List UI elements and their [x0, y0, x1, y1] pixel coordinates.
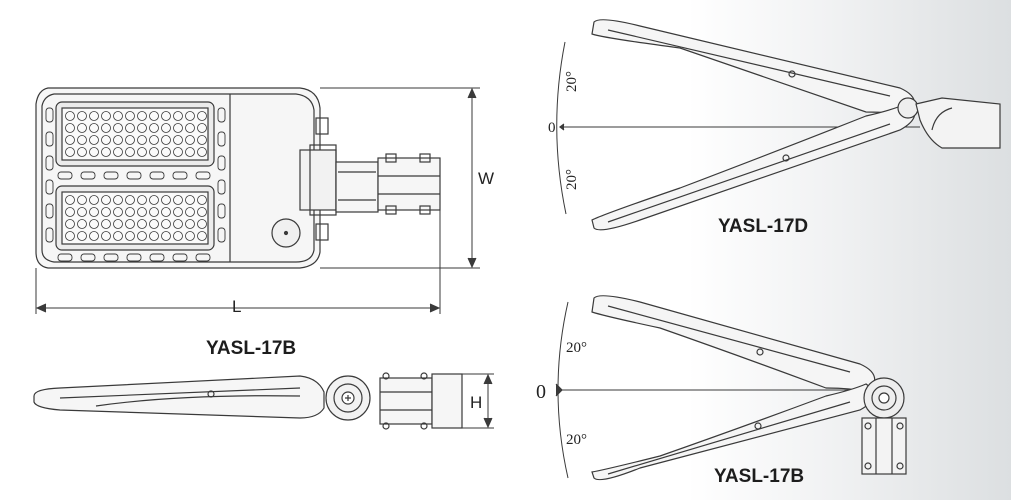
width-dimension: [320, 87, 480, 269]
height-dimension: [462, 373, 494, 429]
led-array: [65, 111, 207, 157]
tilt-view-17b: [555, 295, 907, 481]
angle-upper-17b: 20°: [566, 340, 587, 356]
angle-lower-17d: 20°: [564, 169, 580, 190]
top-view-luminaire: [35, 87, 441, 269]
led-array: [65, 195, 207, 241]
angle-lower-17b: 20°: [566, 432, 587, 448]
vent-slots: [45, 107, 226, 262]
model-label-17b: YASL-17B: [714, 466, 804, 487]
angle-zero-17d: 0: [548, 120, 556, 136]
side-view-luminaire: [33, 372, 463, 430]
width-label: W: [478, 169, 494, 188]
tilt-view-17d: [556, 19, 1001, 231]
model-label-top-view: YASL-17B: [206, 338, 296, 359]
length-label: L: [232, 297, 241, 316]
model-label-17d: YASL-17D: [718, 216, 808, 237]
angle-upper-17d: 20°: [564, 71, 580, 92]
angle-zero-17b: 0: [536, 381, 546, 403]
length-dimension: [35, 210, 441, 314]
height-label: H: [470, 393, 482, 412]
